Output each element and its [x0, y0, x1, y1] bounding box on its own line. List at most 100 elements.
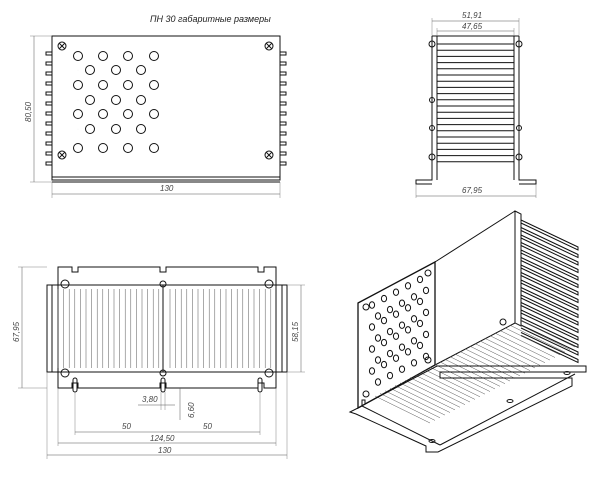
iso-vent-hole [410, 359, 418, 367]
vent-hole [73, 109, 83, 119]
overall-124-label: 124,50 [150, 434, 175, 443]
iso-bottom-fin [429, 366, 486, 395]
vent-hole [73, 143, 83, 153]
iso-vent-hole [386, 349, 394, 358]
slot-2 [160, 377, 166, 393]
fin-stub [279, 71, 287, 76]
bottom-right-height-label: 58,15 [291, 321, 300, 342]
slot-1 [72, 377, 78, 393]
vent-hole [111, 65, 121, 75]
vent-hole [149, 80, 159, 90]
iso-vent-hole [392, 332, 400, 340]
fin-stub [45, 161, 53, 166]
iso-base-flange [348, 365, 587, 453]
iso-fin [520, 249, 579, 281]
iso-vent-hole [368, 301, 376, 309]
iso-fin [520, 309, 579, 341]
bottom-view: 67,95 58,15 3,80 6,60 50 50 124,50 130 [12, 266, 305, 459]
fin-stub [45, 101, 53, 106]
iso-vent-hole [416, 275, 424, 284]
fin-stub [45, 71, 53, 76]
iso-bottom-fin [479, 340, 536, 369]
bottom-screw-6 [159, 369, 167, 377]
iso-fin [520, 302, 579, 334]
iso-fin [520, 324, 579, 356]
vent-hole [73, 80, 83, 90]
iso-vent-holes [368, 275, 430, 386]
fin-stub [279, 131, 287, 136]
vent-hole [123, 51, 133, 61]
iso-vent-hole [392, 354, 400, 362]
overall-130-label: 130 [158, 446, 172, 455]
iso-vent-hole [374, 356, 382, 364]
iso-bottom-fin [514, 322, 571, 350]
vent-hole [98, 80, 108, 90]
fin-stub [45, 91, 53, 96]
iso-slot-2 [506, 399, 514, 403]
side-outer-width-label: 51,91 [462, 11, 482, 20]
iso-vent-hole [398, 365, 406, 373]
fin-stub [279, 81, 287, 86]
iso-back-panel [514, 210, 522, 327]
vent-hole [136, 124, 146, 134]
iso-bottom-fin [399, 382, 456, 411]
iso-bottom-fin [504, 327, 561, 356]
side-fins [437, 43, 514, 163]
iso-vent-hole [374, 334, 382, 342]
vent-hole [98, 143, 108, 153]
fin-block [46, 284, 288, 373]
fin-stub [45, 61, 53, 66]
front-fin-stubs [45, 51, 287, 166]
fin-stub [279, 61, 287, 66]
iso-vent-hole [398, 299, 406, 307]
iso-vent-hole [416, 297, 424, 306]
iso-slot-1 [428, 439, 436, 443]
iso-vent-hole [410, 337, 418, 345]
side-screw-2 [515, 40, 523, 48]
side-inner-width-label: 47,65 [462, 22, 483, 31]
iso-vent-hole [422, 330, 430, 339]
drawing-title: ПН 30 габаритные размеры [150, 14, 271, 24]
iso-vent-hole [392, 288, 400, 296]
fin-stub [279, 91, 287, 96]
iso-bottom-fin [449, 356, 506, 384]
iso-screw-4 [424, 356, 432, 364]
iso-bottom-fin [394, 385, 451, 413]
vent-hole [136, 65, 146, 75]
fin-stub [45, 141, 53, 146]
iso-slot-3 [563, 371, 571, 375]
iso-fin [520, 294, 579, 326]
iso-right-fins [520, 219, 579, 364]
iso-bottom-fin [474, 343, 531, 371]
iso-screw-1 [362, 303, 370, 311]
iso-vent-hole [416, 341, 424, 350]
iso-vent-hole [368, 367, 376, 375]
iso-fin [520, 257, 579, 289]
iso-bottom-fin [424, 369, 481, 398]
bottom-screw-2 [264, 279, 274, 289]
fin-stub [45, 121, 53, 126]
iso-bottom-fin [494, 332, 551, 361]
vent-holes [73, 51, 159, 153]
slot-width-label: 3,80 [142, 395, 158, 404]
iso-bottom-fin [384, 390, 441, 418]
vent-hole [85, 65, 95, 75]
iso-bottom-fin [499, 330, 556, 358]
vent-hole [98, 51, 108, 61]
vent-hole [98, 109, 108, 119]
screw-top-left [57, 41, 67, 51]
side-view: 51,91 47,65 67,95 [415, 11, 537, 198]
iso-bottom-fin [419, 372, 476, 400]
side-screw-7 [516, 125, 522, 131]
side-base-width-label: 67,95 [462, 186, 483, 195]
iso-vent-hole [380, 338, 388, 347]
iso-vent-hole [374, 378, 382, 386]
iso-vent-hole [404, 282, 412, 290]
bottom-left-height-label: 67,95 [12, 321, 21, 342]
vent-hole [123, 143, 133, 153]
bottom-screw-3 [60, 368, 70, 378]
vent-hole [123, 80, 133, 90]
vent-hole [123, 109, 133, 119]
iso-vent-hole [392, 310, 400, 318]
